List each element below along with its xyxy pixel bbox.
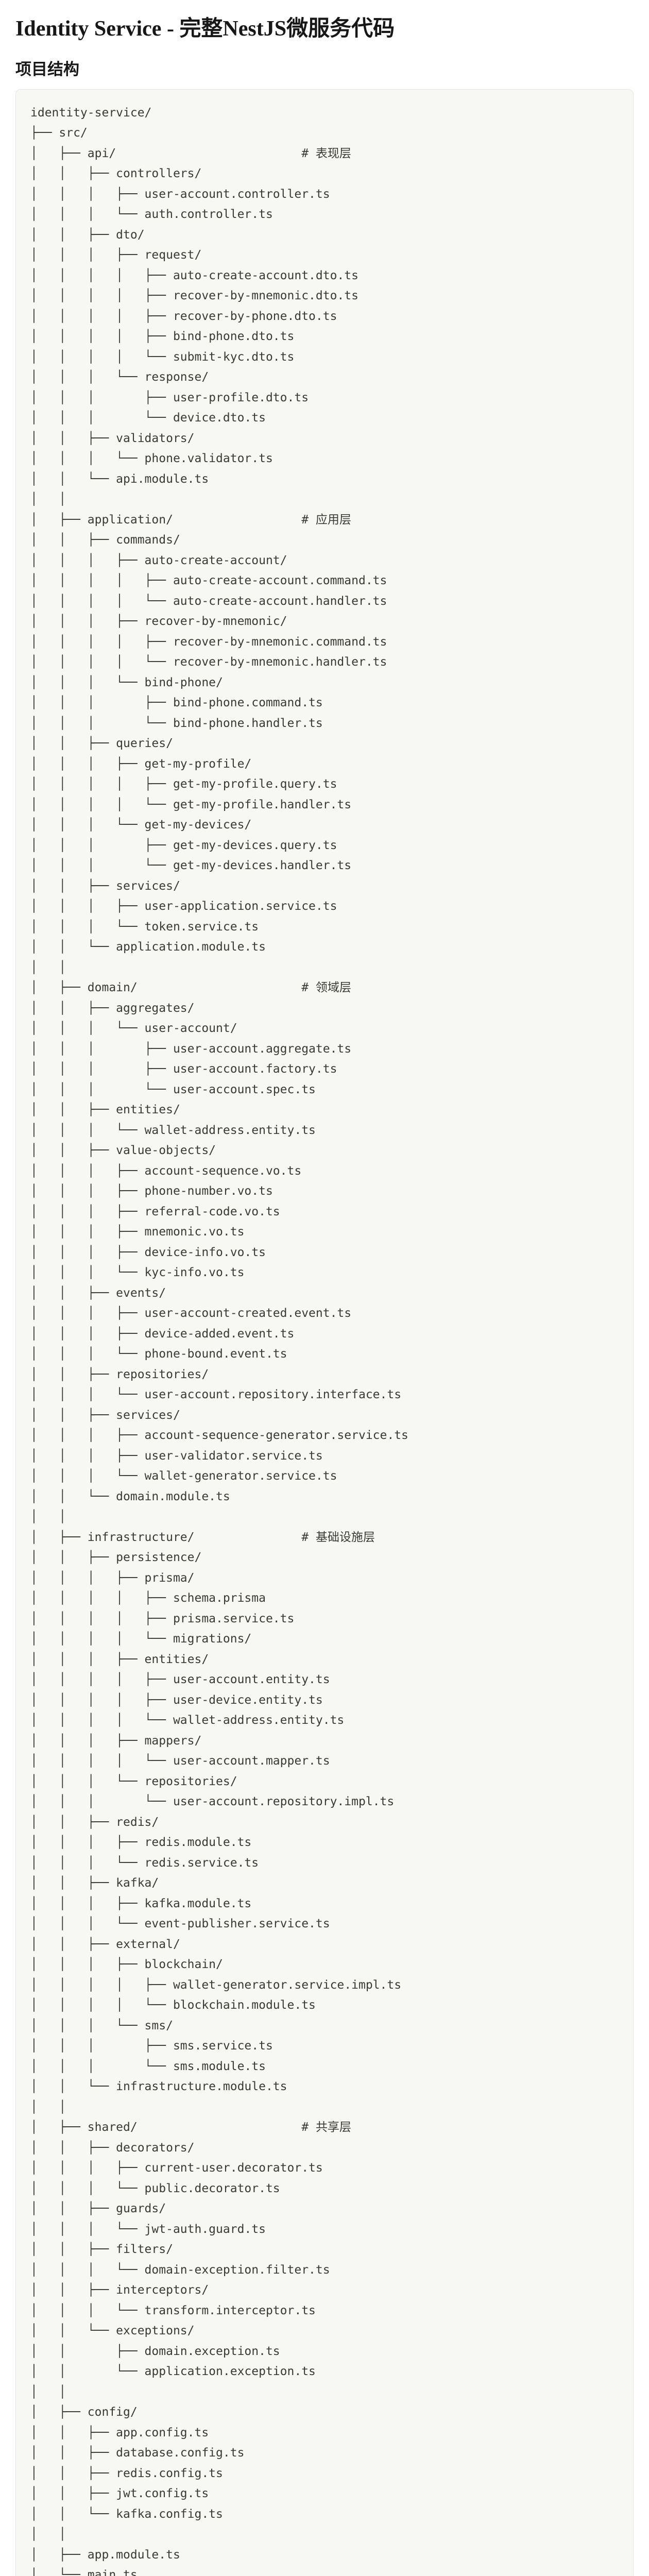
page-title: Identity Service - 完整NestJS微服务代码	[15, 17, 395, 41]
section-heading-project-structure: 项目结构	[15, 60, 79, 78]
file-tree-code: identity-service/ ├── src/ │ ├── api/ # …	[30, 106, 408, 2576]
code-block: identity-service/ ├── src/ │ ├── api/ # …	[15, 89, 634, 2576]
